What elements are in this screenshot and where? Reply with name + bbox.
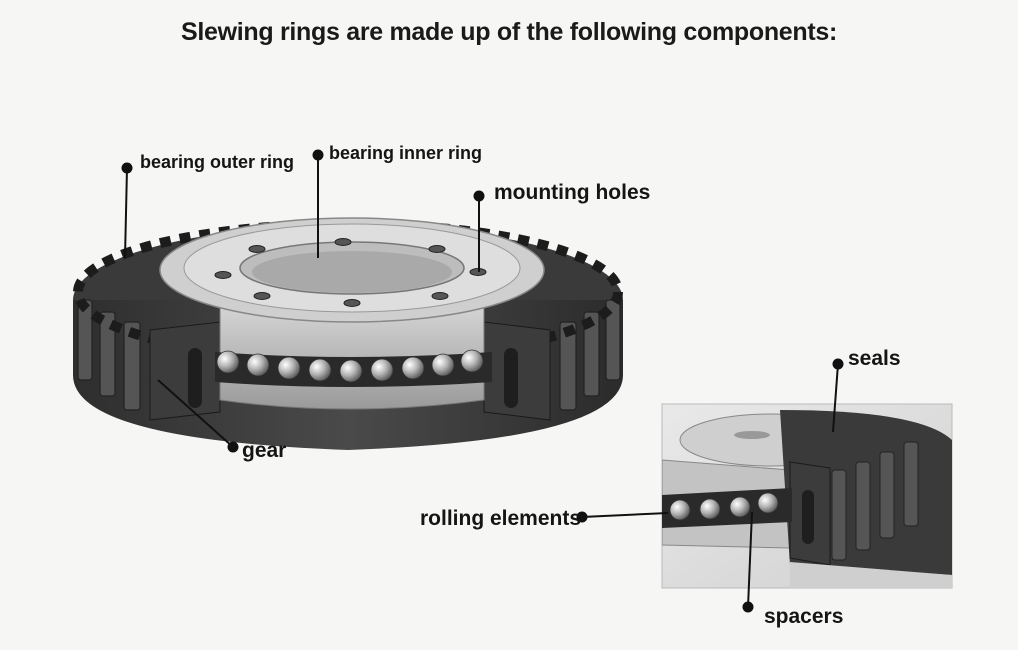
label-mounting-holes: mounting holes bbox=[494, 181, 651, 204]
inset-detail bbox=[661, 403, 953, 589]
leader-lines bbox=[121, 149, 844, 613]
mounting-holes bbox=[214, 238, 487, 307]
label-gear: gear bbox=[242, 439, 287, 462]
diagram-title: Slewing rings are made up of the followi… bbox=[180, 18, 838, 46]
label-spacers: spacers bbox=[764, 605, 844, 628]
label-seals: seals bbox=[848, 347, 901, 370]
label-bearing-inner-ring: bearing inner ring bbox=[329, 143, 483, 163]
label-bearing-outer-ring: bearing outer ring bbox=[140, 152, 295, 172]
label-rolling-elements: rolling elements bbox=[420, 507, 582, 530]
rolling-elements-row bbox=[215, 349, 492, 387]
main-bearing bbox=[73, 217, 623, 450]
